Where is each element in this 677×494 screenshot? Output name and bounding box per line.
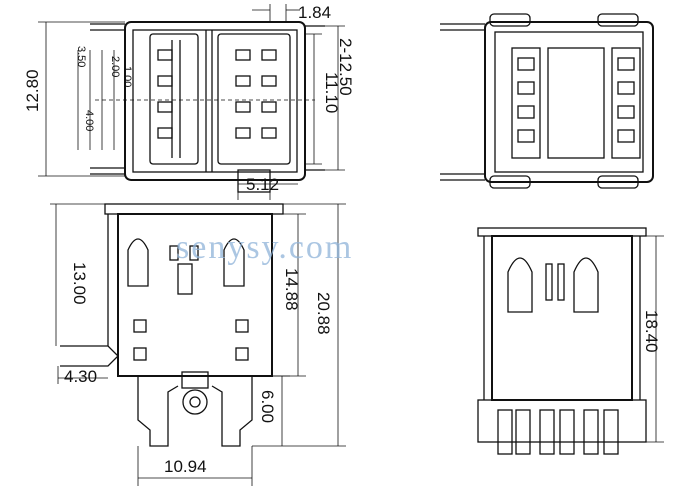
dim-peg-span: 2-12.50	[325, 25, 355, 171]
front-view	[60, 203, 284, 447]
dim-pitch-2-label: 2.00	[109, 56, 121, 77]
dim-leg-length: 6.00	[252, 375, 290, 446]
dim-peg-width: 5.12	[237, 175, 298, 200]
bottom-view	[440, 13, 654, 189]
dim-pitch-1-label: 1.00	[121, 66, 133, 87]
dim-leg-span-label: 10.94	[164, 457, 207, 476]
dim-pitches: 1.00 2.00 3.50 4.00	[75, 46, 133, 150]
dim-total-height: 12.80	[23, 21, 125, 177]
dim-pitch-3-label: 3.50	[75, 46, 87, 67]
dim-leg-span: 10.94	[137, 446, 253, 486]
dim-leg-length-label: 6.00	[258, 390, 277, 423]
dim-peg-width-label: 5.12	[246, 175, 279, 194]
dim-peg-span-label: 2-12.50	[336, 38, 355, 96]
top-view	[90, 21, 325, 193]
dim-port-height-label: 14.88	[282, 268, 301, 311]
dim-pitch-4-label: 4.00	[83, 110, 95, 131]
pin-column-right	[611, 47, 641, 159]
dim-front-height: 13.00	[50, 203, 105, 346]
dim-top-gap-label: 1.84	[298, 3, 331, 22]
dim-overall-height-label: 20.88	[314, 292, 333, 335]
dim-body-height-label: 11.10	[322, 72, 341, 113]
dim-side-height-label: 18.40	[642, 310, 661, 353]
dim-side-height: 18.40	[642, 235, 664, 443]
dim-tab-offset: 4.30	[57, 366, 108, 386]
pin-row-right	[235, 49, 277, 139]
dim-body-height: 11.10	[305, 33, 341, 165]
pin-row-left	[157, 40, 181, 158]
side-view	[477, 227, 647, 455]
pin-column-left	[511, 47, 541, 159]
dim-total-height-label: 12.80	[23, 69, 42, 112]
dim-top-gap: 1.84	[252, 3, 331, 22]
dim-overall-height: 20.88	[252, 203, 346, 447]
dim-tab-offset-label: 4.30	[64, 367, 97, 386]
watermark-text: senysy.com	[176, 229, 353, 266]
dim-front-height-label: 13.00	[70, 262, 89, 305]
dim-port-height: 14.88	[272, 213, 306, 377]
